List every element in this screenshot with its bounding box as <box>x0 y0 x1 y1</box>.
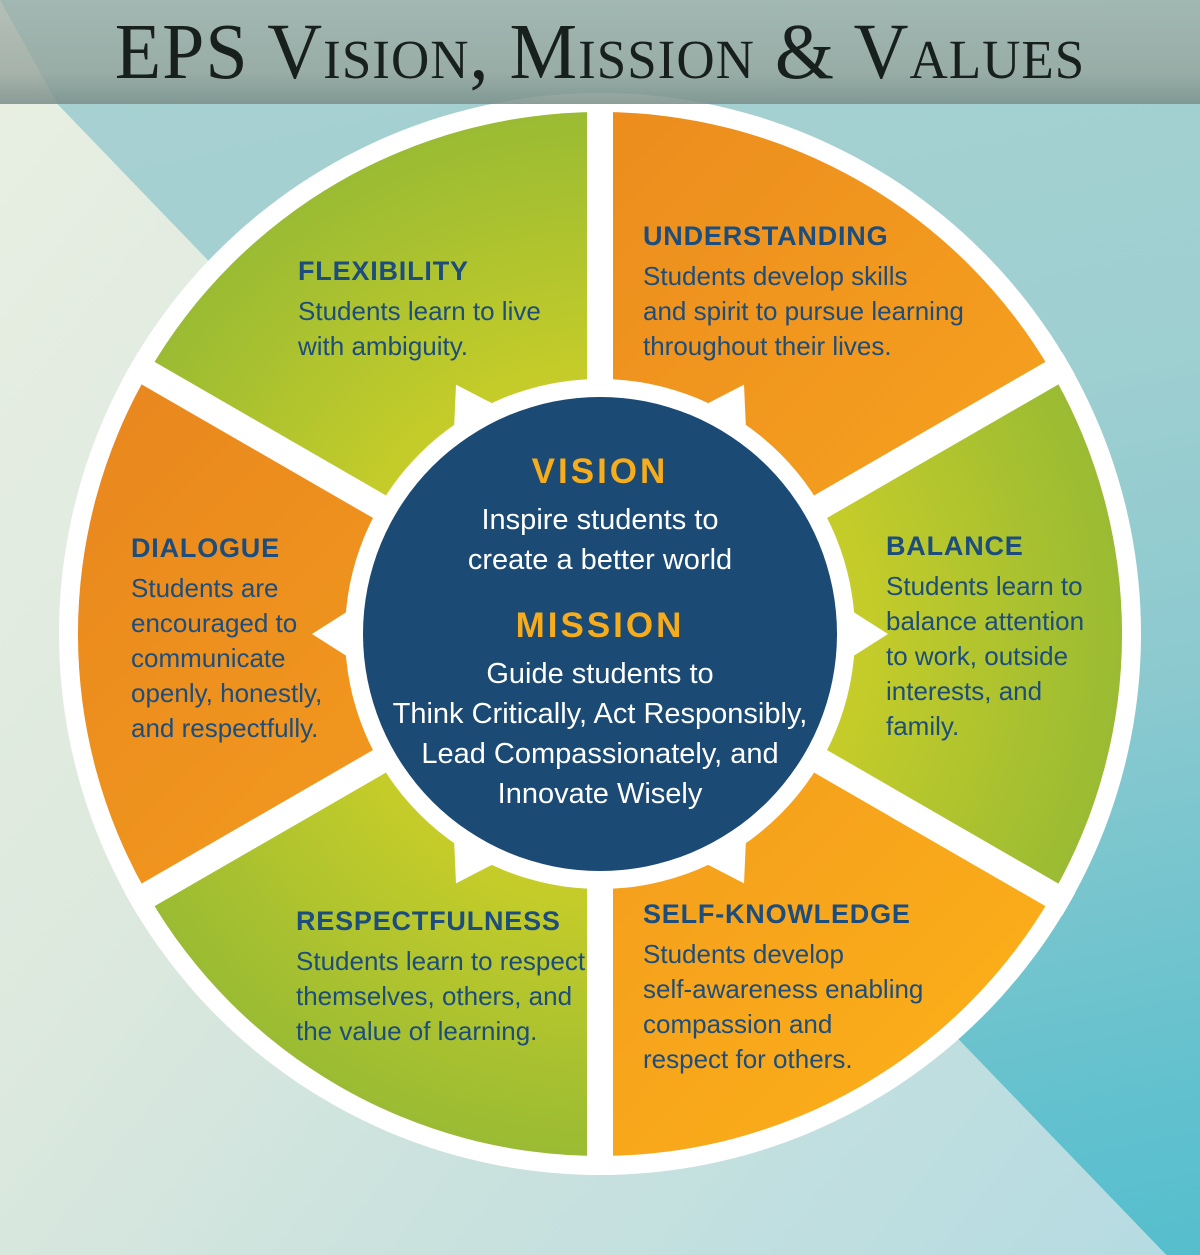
segment-label: BALANCE <box>886 531 1024 561</box>
title-banner: EPS Vision, Mission & Values <box>0 0 1200 104</box>
vision-statement: Inspire students to create a better worl… <box>467 504 733 576</box>
segment-description: Students are encouraged to communicate o… <box>131 573 323 743</box>
mission-heading: MISSION <box>515 606 685 645</box>
center-ring-points <box>312 384 888 884</box>
segment-label: RESPECTFULNESS <box>296 906 561 936</box>
vision-heading: VISION <box>531 452 669 491</box>
segment-description: Students develop self-awareness enabling… <box>643 939 924 1074</box>
segment-respectfulness: RESPECTFULNESS Students learn to respect… <box>296 906 585 1049</box>
segment-self-knowledge: SELF-KNOWLEDGE Students develop self-awa… <box>643 899 923 1077</box>
segment-understanding: UNDERSTANDING Students develop skills an… <box>643 221 964 364</box>
segment-description: Students learn to respect themselves, ot… <box>296 946 586 1046</box>
segment-balance: BALANCE Students learn to balance attent… <box>886 531 1084 744</box>
segment-flexibility: FLEXIBILITY Students learn to live with … <box>298 256 541 364</box>
segment-label: FLEXIBILITY <box>298 256 469 286</box>
segment-description: Students develop skills and spirit to pu… <box>643 261 964 361</box>
mission-statement: Guide students to Think Critically, Act … <box>392 658 808 810</box>
center-circle <box>363 397 837 871</box>
segment-label: UNDERSTANDING <box>643 221 889 251</box>
vision-mission-panel: VISION Inspire students to create a bett… <box>320 452 880 814</box>
page-title: EPS Vision, Mission & Values <box>114 7 1086 96</box>
segment-label: SELF-KNOWLEDGE <box>643 899 911 929</box>
segment-label: DIALOGUE <box>131 533 280 563</box>
segment-dialogue: DIALOGUE Students are encouraged to comm… <box>131 533 322 746</box>
segment-description: Students learn to balance attention to w… <box>886 571 1085 741</box>
segment-description: Students learn to live with ambiguity. <box>298 296 541 361</box>
